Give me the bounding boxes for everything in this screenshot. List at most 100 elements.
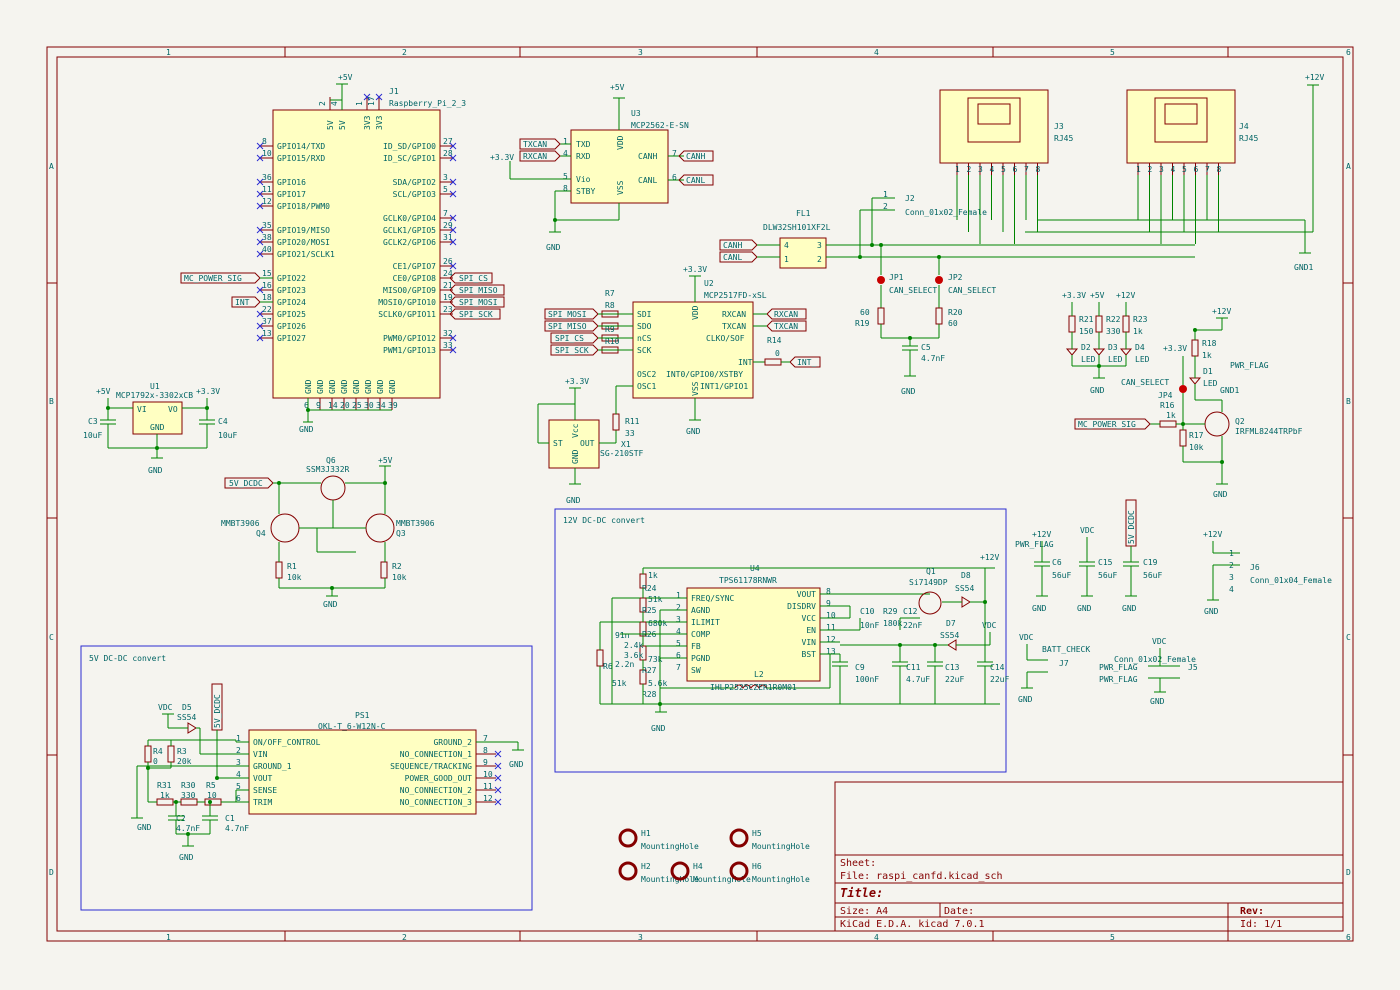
svg-text:MMBT3906: MMBT3906 xyxy=(396,519,435,528)
jp1-jp2-can-select[interactable]: JP1 CAN_SELECT JP2 CAN_SELECT xyxy=(877,273,996,295)
svg-text:GND: GND xyxy=(1018,695,1033,704)
fl1-common-mode-choke[interactable]: FL1 DLW32SH101XF2L 41 32 xyxy=(763,209,831,269)
col-1-b: 1 xyxy=(166,933,171,942)
svg-text:Vcc: Vcc xyxy=(571,423,580,438)
u4-left-pin: ILIMIT xyxy=(691,618,720,627)
svg-text:MCP1792x-3302xCB: MCP1792x-3302xCB xyxy=(116,391,193,400)
svg-text:INT_: INT_ xyxy=(797,358,816,367)
u4-tps61178[interactable]: U4 TPS61178RNWR FREQ/SYNC1AGND2ILIMIT3CO… xyxy=(676,564,836,682)
j1-right-pin-num: 28 xyxy=(443,149,453,158)
r11[interactable] xyxy=(612,413,620,431)
j1-left-pin-num: 38 xyxy=(262,233,272,242)
j1-right-pin-num: 7 xyxy=(443,209,448,218)
svg-text:DLW32SH101XF2L: DLW32SH101XF2L xyxy=(763,223,831,232)
u4-right-pin-num: 11 xyxy=(826,623,836,632)
u2-ref: U2 xyxy=(704,279,714,288)
svg-text:INT: INT xyxy=(235,298,250,307)
u4-right-pin: BST xyxy=(802,650,817,659)
svg-text:GND: GND xyxy=(323,600,338,609)
svg-text:U1: U1 xyxy=(150,382,160,391)
j1-left-pin: GPIO16 xyxy=(277,178,306,187)
r19[interactable] xyxy=(877,307,885,325)
x1-oscillator[interactable]: ST OUT Vcc GND X1 SG-210STF xyxy=(548,419,644,469)
u4-right-pin: VCC xyxy=(802,614,817,623)
j1-right-pin: SDA/GPIO2 xyxy=(393,178,437,187)
svg-text:INT0/GPIO0/XSTBY: INT0/GPIO0/XSTBY xyxy=(666,370,743,379)
label-int: INT xyxy=(231,296,273,308)
svg-text:R24: R24 xyxy=(642,584,657,593)
mounting-hole-value: MountingHole xyxy=(752,875,810,884)
u2-mcp2517fd[interactable]: U2 MCP2517FD-xSL SDI SDO nCS SCK OSC2 OS… xyxy=(632,279,767,399)
title-tool: KiCad E.D.A. kicad 7.0.1 xyxy=(840,919,985,930)
j1-raspberry-pi[interactable]: J1 Raspberry_Pi_2_3 GPIO14/TXD8GPIO15/RX… xyxy=(256,87,466,410)
j1-right-pin-num: 3 xyxy=(443,173,448,182)
svg-text:0: 0 xyxy=(775,349,780,358)
svg-text:IRFML8244TRPbF: IRFML8244TRPbF xyxy=(1235,427,1303,436)
svg-text:+12V: +12V xyxy=(1305,73,1324,82)
j1-right-pin: CE1/GPIO7 xyxy=(393,262,437,271)
svg-text:51k: 51k xyxy=(648,595,663,604)
j7-batt-check[interactable]: VDC BATT_CHECK J7 GND xyxy=(1018,633,1090,704)
r7-r10-series[interactable]: R7 R8 R9 R10 xyxy=(601,289,620,354)
svg-text:C11: C11 xyxy=(906,663,921,672)
labels-spi-j1: SPI_CS SPI_MISO SPI_MOSI SPI_SCK xyxy=(449,272,505,320)
svg-text:GND: GND xyxy=(571,449,580,464)
svg-text:FL1: FL1 xyxy=(796,209,811,218)
u4-left-pin-num: 3 xyxy=(676,615,681,624)
svg-text:20k: 20k xyxy=(177,757,192,766)
svg-text:R21: R21 xyxy=(1079,315,1094,324)
svg-text:J7: J7 xyxy=(1059,659,1069,668)
svg-text:R2: R2 xyxy=(392,562,402,571)
svg-text:1k: 1k xyxy=(1166,411,1176,420)
svg-text:LED: LED xyxy=(1203,379,1218,388)
labels-can-fl1: CANH CANL xyxy=(719,239,758,263)
svg-text:CAN_SELECT: CAN_SELECT xyxy=(948,286,996,295)
row-b-r: B xyxy=(1346,397,1351,406)
svg-text:OKL-T_6-W12N-C: OKL-T_6-W12N-C xyxy=(318,722,386,731)
svg-text:VSS: VSS xyxy=(691,381,700,396)
j2-connector[interactable]: J2 Conn_01x02_Female 12 xyxy=(883,190,987,217)
u4-left-pin-num: 2 xyxy=(676,603,681,612)
j1-right-pin-num: 24 xyxy=(443,269,453,278)
j1-left-pin-num: 40 xyxy=(262,245,272,254)
svg-text:D5: D5 xyxy=(182,703,192,712)
svg-text:GND: GND xyxy=(1122,604,1137,613)
u4-left-pin: FREQ/SYNC xyxy=(691,594,735,603)
svg-text:C9: C9 xyxy=(855,663,865,672)
svg-text:GND: GND xyxy=(150,423,165,432)
svg-text:RXCAN: RXCAN xyxy=(722,310,746,319)
svg-text:SPI_CS: SPI_CS xyxy=(459,274,488,283)
svg-text:1k: 1k xyxy=(1202,351,1212,360)
r20[interactable] xyxy=(935,307,943,325)
u1-ldo[interactable]: VI VO GND U1 MCP1792x-3302xCB xyxy=(116,382,193,435)
u4-left-pin-num: 1 xyxy=(676,591,681,600)
ps1-right-pin: NO_CONNECTION_1 xyxy=(400,750,472,759)
svg-text:GND: GND xyxy=(546,243,561,252)
svg-text:1k: 1k xyxy=(160,791,170,800)
svg-text:J3: J3 xyxy=(1054,122,1064,131)
svg-text:MMBT3906: MMBT3906 xyxy=(221,519,260,528)
j1-top-pin-num: 1 xyxy=(355,101,364,106)
labels-spi-u2: SPI_MOSI SPI_MISO SPI_CS SPI_SCK RXCAN T… xyxy=(544,308,821,368)
svg-text:0: 0 xyxy=(153,757,158,766)
svg-text:1: 1 xyxy=(883,190,888,199)
svg-text:R10: R10 xyxy=(605,337,620,346)
j6-connector[interactable]: +12V J6 Conn_01x04_Female 12 34 GND xyxy=(1203,530,1332,616)
j1-gnd-pin: GND xyxy=(340,379,349,394)
j5-connector[interactable]: VDC Conn_01x02_Female J5 PWR_FLAG PWR_FL… xyxy=(1099,637,1198,706)
q6-q4-q3-power-path[interactable]: Q6 SSM3J332R MMBT3906 Q4 MMBT3906 Q3 R11… xyxy=(221,456,435,582)
j1-left-pin-num: 37 xyxy=(262,317,272,326)
l2-inductor[interactable] xyxy=(734,684,768,689)
svg-text:2: 2 xyxy=(817,255,822,264)
svg-text:Q3: Q3 xyxy=(396,529,406,538)
rj45-pin-num: 2 xyxy=(967,165,972,174)
